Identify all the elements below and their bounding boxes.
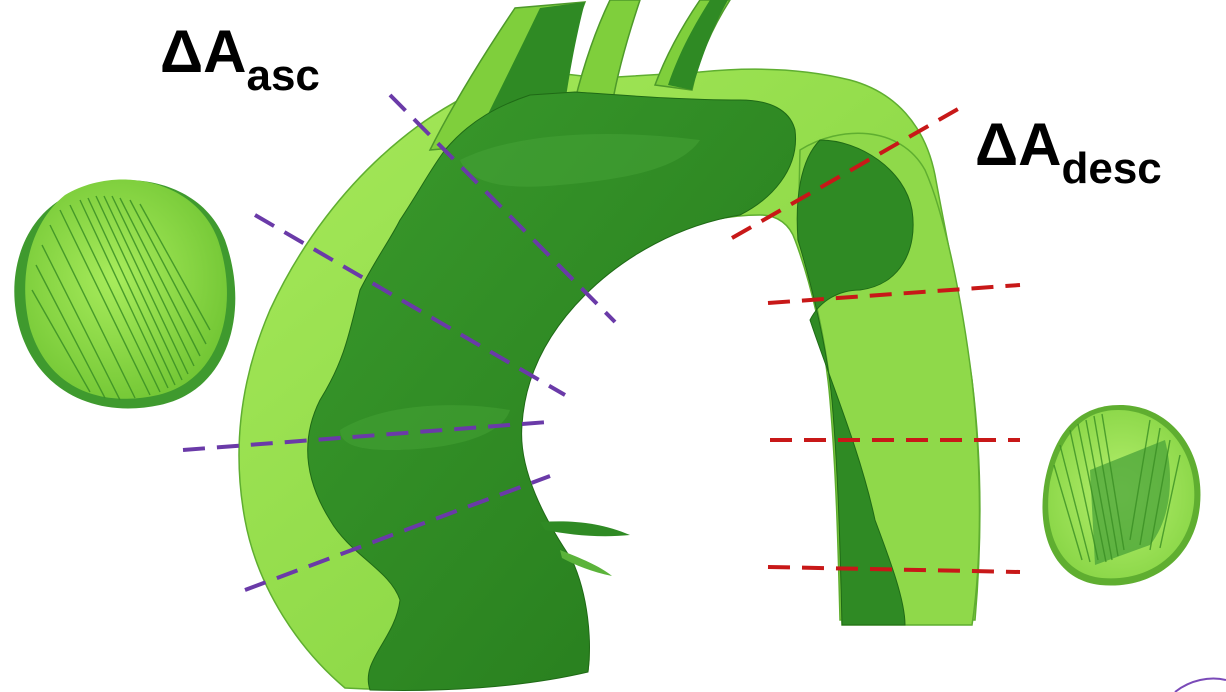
- delta-a-ascending-label: ΔAasc: [160, 22, 320, 82]
- delta-a-ascending-main: ΔA: [160, 18, 246, 85]
- corner-mark: [1175, 679, 1226, 692]
- delta-a-ascending-subscript: asc: [246, 51, 319, 100]
- cross-section-descending: [1042, 405, 1200, 586]
- delta-a-descending-label: ΔAdesc: [975, 115, 1162, 175]
- cross-section-ascending: [14, 180, 235, 409]
- cross-section-ascending-face: [25, 180, 227, 399]
- delta-a-descending-subscript: desc: [1061, 144, 1161, 193]
- delta-a-descending-main: ΔA: [975, 111, 1061, 178]
